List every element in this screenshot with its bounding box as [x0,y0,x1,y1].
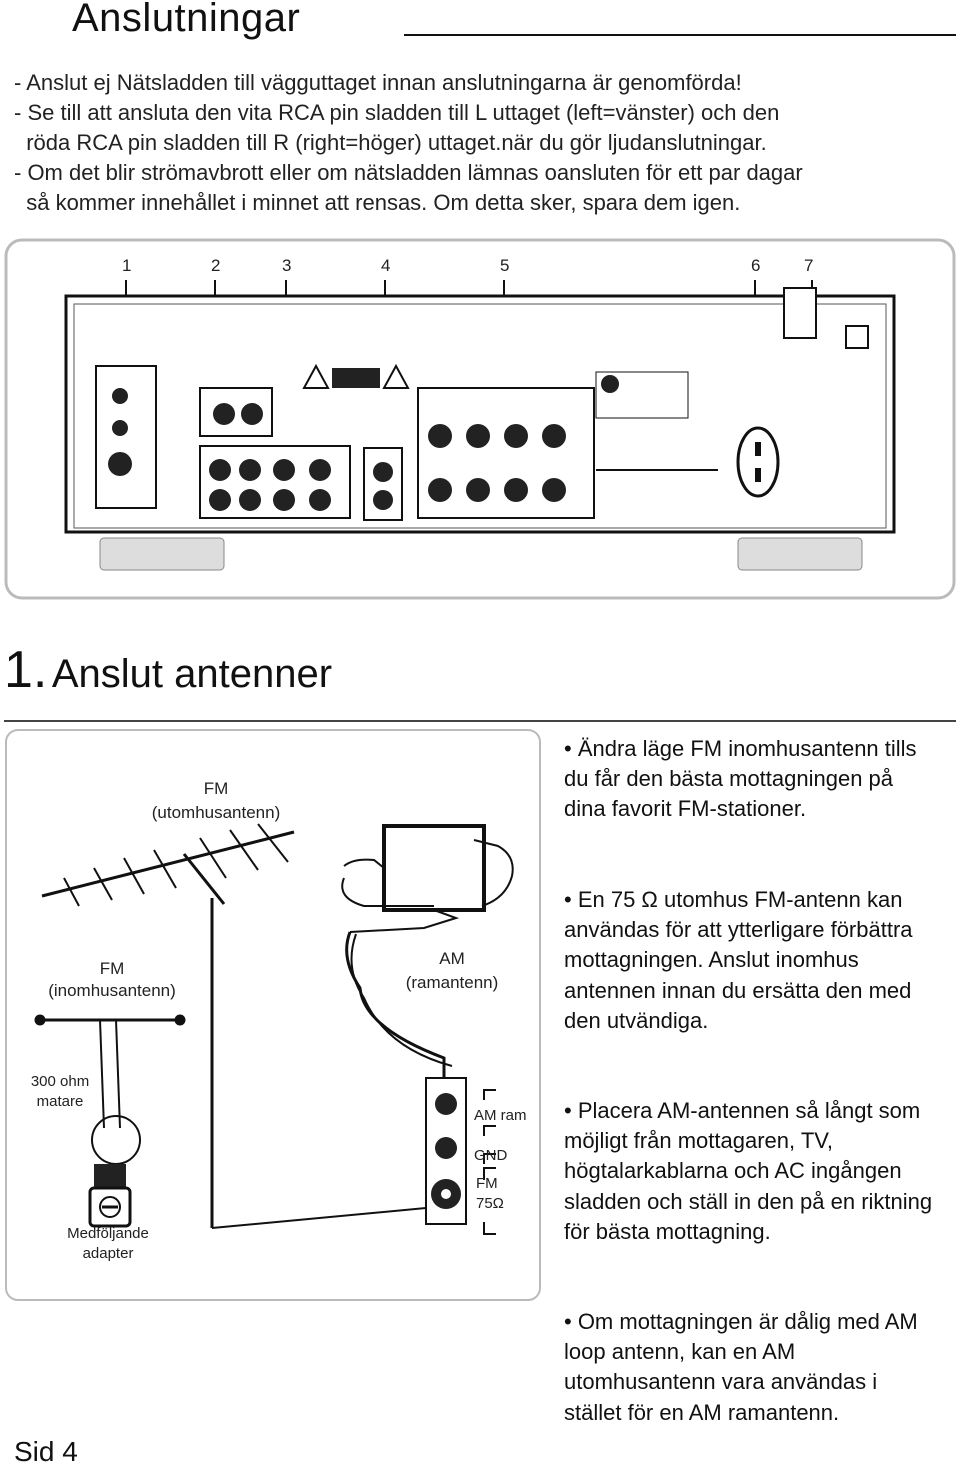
section-heading: 1. Anslut antenner [4,640,332,700]
section-number: 1. [4,641,48,699]
callout-number: 6 [751,256,760,275]
callout-number: 5 [500,256,509,275]
terminal-fm-label: FM [476,1175,498,1192]
intro-line: - Se till att ansluta den vita RCA pin s… [14,100,780,125]
fm-indoor-label: FM [100,959,125,978]
antenna-terminal-block [95,365,157,509]
feeder-label: 300 ohm [31,1073,89,1090]
intro-line: så kommer innehållet i minnet att rensas… [14,190,741,215]
section-rule [4,720,956,722]
intro-line: - Om det blir strömavbrott eller om näts… [14,160,803,185]
page-number: Sid 4 [14,1436,78,1467]
tip-paragraph: • Om mottagningen är dålig med AM loop a… [564,1309,918,1425]
fm-outdoor-label: (utomhusantenn) [152,803,281,822]
tip-paragraph: • Ändra läge FM inomhusantenn tills du f… [564,736,917,822]
intro-line: röda RCA pin sladden till R (right=höger… [14,130,767,155]
am-antenna-label: AM [439,949,465,968]
terminal-fm-ohm-label: 75Ω [476,1195,504,1212]
antenna-connection-diagram: FM (utomhusantenn) AM (ramantenn) FM (in… [5,729,541,1301]
adapter-label: Medföljande [67,1225,149,1242]
supplied-adapter [88,1164,132,1228]
callout-number: 7 [804,256,813,275]
fm-indoor-label: (inomhusantenn) [48,981,176,1000]
antenna-terminal-block [425,1077,496,1235]
fm-outdoor-antenna [41,823,295,1228]
section-title: Anslut antenner [51,652,333,696]
fm-outdoor-label: FM [204,779,229,798]
title-rule [404,34,956,36]
ac-outlet [736,426,780,498]
adapter-label: adapter [83,1245,134,1262]
callout-number: 2 [211,256,220,275]
callout-number: 1 [122,256,131,275]
power-cord-clip [783,287,817,339]
terminal-am-label: AM ram [474,1107,527,1124]
feeder-label: matare [37,1093,84,1110]
tip-paragraph: • En 75 Ω utomhus FM-antenn kan användas… [564,887,913,1033]
callout-number: 4 [381,256,390,275]
intro-line: - Anslut ej Nätsladden till vägguttaget … [14,70,742,95]
tip-paragraph: • Placera AM-antennen så långt som möjli… [564,1098,933,1244]
receiver-back-panel-figure: 1 2 3 4 5 6 7 [4,238,956,600]
am-loop-antenna [341,824,514,1080]
callout-number: 3 [282,256,291,275]
page-title: Anslutningar [72,0,301,40]
terminal-gnd-label: GND [474,1147,508,1164]
am-antenna-label: (ramantenn) [406,973,499,992]
